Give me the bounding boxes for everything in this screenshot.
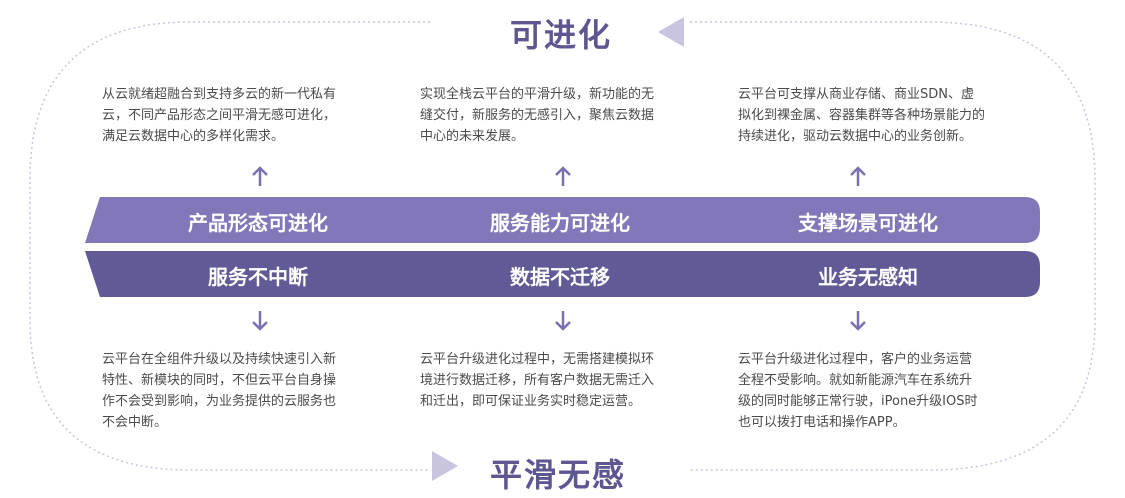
- desc-line: 实现全栈云平台的平滑升级，新功能的无: [420, 87, 655, 102]
- desc-line: 云，不同产品形态之间平滑无感可进化，: [102, 108, 337, 123]
- desc-line: 中心的未来发展。: [420, 129, 525, 144]
- arrow-down-icon: [553, 309, 573, 331]
- desc-line: 作不会受到影响，为业务提供的云服务也: [102, 394, 337, 409]
- desc-line: 缝交付，新服务的无感引入，聚焦云数据: [420, 108, 655, 123]
- arrow-up-icon: [250, 166, 270, 188]
- desc-line: 云平台在全组件升级以及持续快速引入新: [102, 352, 337, 367]
- desc-line: 全程不受影响。就如新能源汽车在系统升: [738, 373, 973, 388]
- bottom-band: [85, 251, 1040, 297]
- desc-line: 境进行数据迁移，所有客户数据无需迁入: [420, 373, 655, 388]
- left-arrow-icon: [658, 17, 684, 47]
- desc-line: 云平台升级进化过程中，客户的业务运营: [738, 352, 973, 367]
- band-label-service: 服务能力可进化: [490, 211, 630, 235]
- desc-line: 级的同时能够正常行驶，iPone升级IOS时: [738, 394, 978, 409]
- desc-line: 从云就绪超融合到支持多云的新一代私有: [102, 87, 337, 102]
- desc-scenario: 云平台可支撑从商业存储、商业SDN、虚 拟化到裸金属、容器集群等各种场景能力的 …: [738, 84, 1028, 147]
- desc-product: 从云就绪超融合到支持多云的新一代私有 云，不同产品形态之间平滑无感可进化， 满足…: [102, 84, 392, 147]
- band-label-product: 产品形态可进化: [188, 211, 328, 235]
- band-label-no-awareness: 业务无感知: [818, 265, 918, 289]
- top-title: 可进化: [510, 16, 613, 54]
- arrow-down-icon: [848, 309, 868, 331]
- desc-line: 满足云数据中心的多样化需求。: [102, 129, 285, 144]
- arrow-down-icon: [250, 309, 270, 331]
- top-band: [85, 197, 1040, 243]
- desc-line: 持续进化，驱动云数据中心的业务创新。: [738, 129, 973, 144]
- bottom-title: 平滑无感: [490, 456, 627, 494]
- desc-service: 实现全栈云平台的平滑升级，新功能的无 缝交付，新服务的无感引入，聚焦云数据 中心…: [420, 84, 710, 147]
- desc-line: 和迁出，即可保证业务实时稳定运营。: [420, 394, 642, 409]
- band-label-no-migration: 数据不迁移: [510, 265, 610, 289]
- band-label-scenario: 支撑场景可进化: [798, 211, 938, 235]
- arrow-up-icon: [553, 166, 573, 188]
- desc-line: 不会中断。: [102, 415, 168, 430]
- desc-line: 特性、新模块的同时，不但云平台自身操: [102, 373, 337, 388]
- right-arrow-icon: [432, 451, 458, 481]
- band-label-no-interruption: 服务不中断: [208, 265, 308, 289]
- desc-no-migration: 云平台升级进化过程中，无需搭建模拟环 境进行数据迁移，所有客户数据无需迁入 和迁…: [420, 349, 710, 412]
- desc-no-awareness: 云平台升级进化过程中，客户的业务运营 全程不受影响。就如新能源汽车在系统升 级的…: [738, 349, 1028, 433]
- desc-line: 也可以拨打电话和操作APP。: [738, 415, 906, 430]
- desc-line: 云平台可支撑从商业存储、商业SDN、虚: [738, 87, 974, 102]
- desc-no-interruption: 云平台在全组件升级以及持续快速引入新 特性、新模块的同时，不但云平台自身操 作不…: [102, 349, 392, 433]
- arrow-up-icon: [848, 166, 868, 188]
- desc-line: 云平台升级进化过程中，无需搭建模拟环: [420, 352, 655, 367]
- desc-line: 拟化到裸金属、容器集群等各种场景能力的: [738, 108, 986, 123]
